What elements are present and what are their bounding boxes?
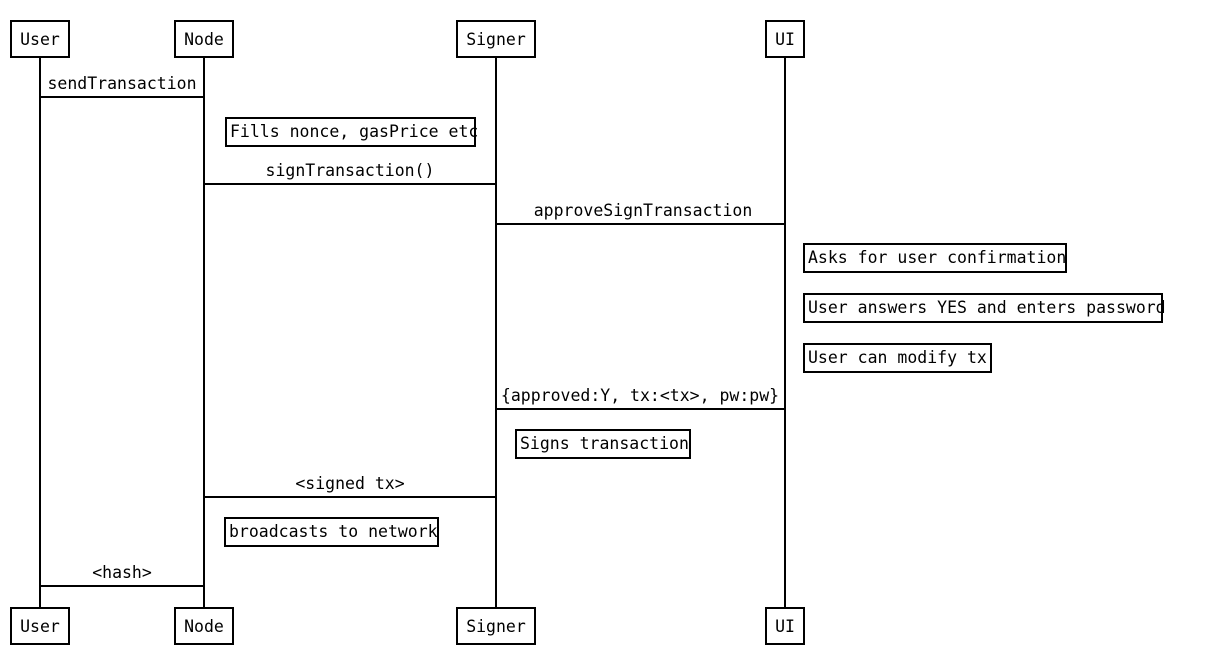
actor-box-node-bottom: Node	[174, 607, 234, 645]
lifeline-node	[203, 58, 205, 607]
lifeline-user	[39, 58, 41, 607]
message-line-approved-response	[496, 408, 785, 410]
actor-box-node-top: Node	[174, 20, 234, 58]
actor-box-ui-top: UI	[765, 20, 805, 58]
message-label-signed-tx: <signed tx>	[295, 474, 405, 493]
message-line-approve-sign-transaction	[496, 223, 785, 225]
note-asks-confirmation: Asks for user confirmation	[803, 243, 1067, 273]
message-label-approved-response: {approved:Y, tx:<tx>, pw:pw}	[500, 386, 780, 405]
note-fills-nonce: Fills nonce, gasPrice etc	[225, 117, 478, 147]
message-label-sign-transaction: signTransaction()	[265, 161, 435, 180]
lifeline-ui	[784, 58, 786, 607]
message-line-sign-transaction	[204, 183, 496, 185]
note-user-answers-yes: User answers YES and enters password	[803, 293, 1166, 323]
actor-box-user-top: User	[10, 20, 70, 58]
message-label-send-transaction: sendTransaction	[47, 74, 197, 93]
note-user-can-modify-tx: User can modify tx	[803, 343, 992, 373]
actor-box-signer-top: Signer	[456, 20, 536, 58]
message-line-send-transaction	[40, 96, 204, 98]
note-broadcasts-network: broadcasts to network	[224, 517, 439, 547]
message-label-approve-sign-transaction: approveSignTransaction	[533, 201, 753, 220]
note-signs-transaction: Signs transaction	[515, 429, 691, 459]
message-line-hash	[40, 585, 204, 587]
actor-box-ui-bottom: UI	[765, 607, 805, 645]
message-label-hash: <hash>	[92, 563, 152, 582]
message-line-signed-tx	[204, 496, 496, 498]
lifeline-signer	[495, 58, 497, 607]
actor-box-user-bottom: User	[10, 607, 70, 645]
actor-box-signer-bottom: Signer	[456, 607, 536, 645]
